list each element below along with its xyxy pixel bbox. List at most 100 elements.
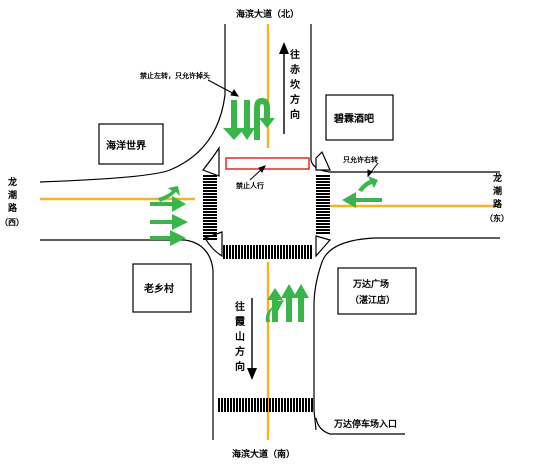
crosswalk-stripe: [203, 235, 217, 237]
crosswalk-stripe: [256, 245, 258, 259]
crosswalk-stripe: [307, 245, 309, 259]
labels: 海滨大道（北） 海滨大道（南） 龙 潮 路 （西） 龙 潮 路 （东） 往 赤 …: [0, 8, 509, 460]
crosswalk-stripe: [203, 175, 217, 177]
crosswalk-stripe: [223, 245, 225, 259]
label-to-xiashan-2: 霞: [235, 315, 246, 328]
crosswalk-stripe: [286, 245, 288, 259]
crosswalks: [203, 175, 330, 412]
road-edge-west-lower: [40, 239, 214, 440]
parking-entrance-edge: [315, 417, 405, 435]
crosswalk-south-near: [223, 245, 312, 259]
crosswalk-stripe: [260, 398, 262, 412]
crosswalk-stripe: [293, 398, 295, 412]
crosswalk-stripe: [265, 245, 267, 259]
arrow-west-straight-1: [150, 214, 188, 230]
crosswalk-stripe: [283, 245, 285, 259]
arrow-to-xiashan-head: [247, 368, 257, 380]
crosswalk-stripe: [203, 223, 217, 225]
crosswalk-stripe: [203, 208, 217, 210]
building-haiyang-box: [98, 123, 164, 165]
crosswalk-stripe: [277, 245, 279, 259]
crosswalk-stripe: [316, 193, 330, 195]
crosswalk-stripe: [244, 245, 246, 259]
label-west-road-1: 龙: [7, 176, 17, 188]
label-to-xiashan-4: 方: [235, 345, 245, 358]
crosswalk-stripe: [203, 199, 217, 201]
crosswalk-stripe: [316, 175, 330, 177]
crosswalk-stripe: [287, 398, 289, 412]
corner-islands: [202, 145, 332, 258]
crosswalk-stripe: [316, 178, 330, 180]
crosswalk-stripe: [275, 398, 277, 412]
label-to-chikan-3: 坎: [290, 78, 301, 91]
crosswalk-stripe: [238, 245, 240, 259]
note-right-turn-only: 只允许右转: [343, 155, 378, 164]
buildings: [98, 94, 417, 315]
crosswalk-stripe: [316, 181, 330, 183]
direction-arrows: [247, 42, 289, 380]
crosswalk-stripe: [250, 245, 252, 259]
note-no-left-turn: 禁止左转，只允许掉头: [139, 71, 210, 80]
label-north-road: 海滨大道（北）: [236, 8, 299, 20]
crosswalk-stripe: [316, 229, 330, 231]
crosswalk-stripe: [272, 398, 274, 412]
label-west-road-3: 路: [8, 202, 18, 214]
crosswalk-stripe: [316, 199, 330, 201]
arrow-south-uturn: [265, 288, 284, 322]
arrow-to-chikan-head: [279, 42, 289, 54]
crosswalk-stripe: [254, 398, 256, 412]
crosswalk-stripe: [253, 245, 255, 259]
arrow-west-turn: [150, 186, 186, 212]
crosswalk-stripe: [274, 245, 276, 259]
crosswalk-stripe: [271, 245, 273, 259]
crosswalk-stripe: [316, 220, 330, 222]
building-laoxiang-box: [132, 263, 192, 313]
crosswalk-stripe: [316, 196, 330, 198]
crosswalk-stripe: [236, 398, 238, 412]
crosswalk-stripe: [316, 232, 330, 234]
crosswalk-stripe: [316, 208, 330, 210]
crosswalk-stripe: [203, 196, 217, 198]
crosswalk-stripe: [289, 245, 291, 259]
crosswalk-stripe: [284, 398, 286, 412]
crosswalk-stripe: [203, 217, 217, 219]
crosswalk-stripe: [203, 202, 217, 204]
crosswalk-stripe: [281, 398, 283, 412]
crosswalk-stripe: [245, 398, 247, 412]
arrow-east-left: [342, 176, 382, 208]
label-to-chikan-5: 向: [290, 108, 300, 121]
crosswalk-stripe: [311, 398, 313, 412]
crosswalk-stripe: [218, 398, 220, 412]
label-parking-entrance: 万达停车场入口: [333, 418, 397, 430]
crosswalk-stripe: [230, 398, 232, 412]
crosswalk-stripe: [233, 398, 235, 412]
label-to-xiashan-1: 往: [235, 300, 245, 313]
crosswalk-west: [203, 175, 217, 240]
crosswalk-stripe: [203, 220, 217, 222]
crosswalk-stripe: [239, 398, 241, 412]
note-no-pedestrian: 禁止人行: [235, 181, 264, 190]
label-east-road-4: （东）: [485, 213, 509, 223]
lane-arrows: [150, 98, 382, 322]
crosswalk-stripe: [278, 398, 280, 412]
crosswalk-stripe: [259, 245, 261, 259]
label-west-road-4: （西）: [0, 217, 24, 227]
crosswalk-stripe: [203, 184, 217, 186]
building-haiyang: 海洋世界: [106, 139, 146, 152]
crosswalk-stripe: [292, 245, 294, 259]
crosswalk-stripe: [316, 223, 330, 225]
crosswalk-stripe: [247, 245, 249, 259]
label-west-road-2: 潮: [8, 189, 17, 201]
crosswalk-stripe: [266, 398, 268, 412]
label-east-road-3: 路: [493, 198, 503, 210]
crosswalk-stripe: [295, 245, 297, 259]
crosswalk-stripe: [316, 190, 330, 192]
crosswalk-south-far: [218, 398, 313, 412]
label-east-road-2: 潮: [493, 185, 502, 197]
building-wanda-line1: 万达广场: [352, 278, 389, 290]
crosswalk-stripe: [296, 398, 298, 412]
crosswalk-stripe: [221, 398, 223, 412]
crosswalk-stripe: [262, 245, 264, 259]
